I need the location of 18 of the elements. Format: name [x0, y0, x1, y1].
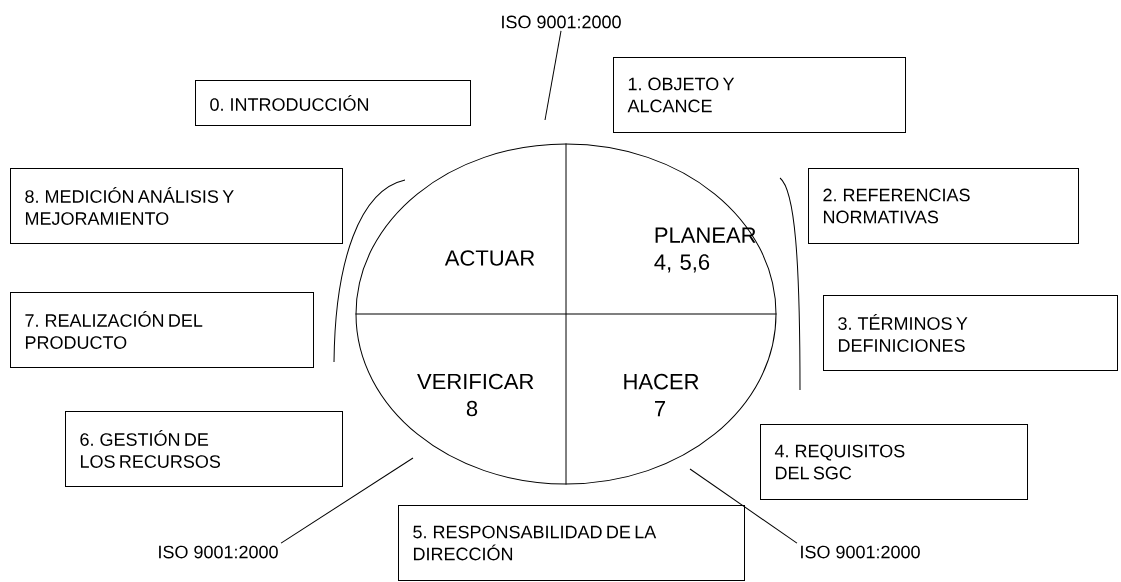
standard-label: ISO 9001:2000	[159, 545, 278, 559]
leader-line	[544, 30, 562, 121]
standard-label: ISO 9001:2000	[801, 545, 920, 559]
leader-line	[280, 457, 414, 544]
section-box: 5. RESPONSABILIDAD DE LA DIRECCIÓN	[398, 505, 745, 581]
section-box: 7. REALIZACIÓN DEL PRODUCTO	[10, 292, 314, 368]
leader-line	[689, 468, 798, 544]
section-box: 8. MEDICIÓN ANÁLISIS Y MEJORAMIENTO	[10, 168, 343, 244]
quadrant-label: VERIFICAR 8	[417, 373, 534, 417]
section-box: 3. TÉRMINOS Y DEFINICIONES	[823, 295, 1118, 371]
quadrant-label: HACER 7	[624, 373, 699, 417]
section-box: 0. INTRODUCCIÓN	[195, 80, 471, 126]
section-box: 4. REQUISITOS DEL SGC	[760, 424, 1028, 500]
section-box: 1. OBJETO Y ALCANCE	[613, 57, 906, 133]
standard-label: ISO 9001:2000	[502, 15, 621, 29]
quadrant-label: ACTUAR	[444, 250, 535, 266]
section-box: 6. GESTIÓN DE LOS RECURSOS	[65, 411, 343, 487]
section-box: 2. REFERENCIAS NORMATIVAS	[808, 168, 1079, 244]
